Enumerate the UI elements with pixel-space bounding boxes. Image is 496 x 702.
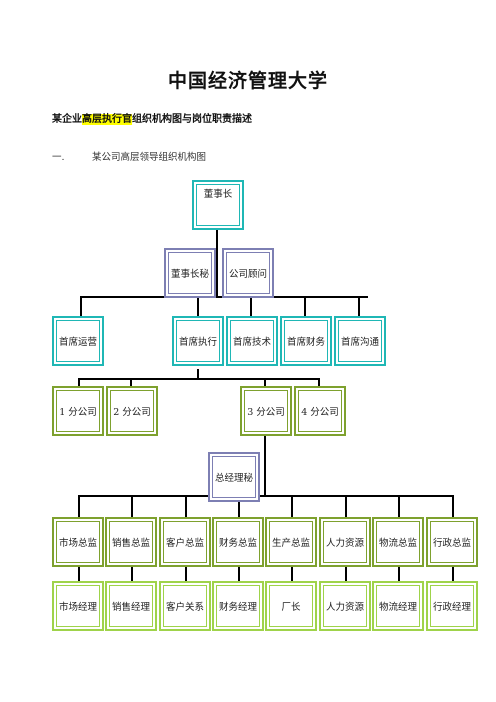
director-label: 销售总监 <box>111 538 150 549</box>
branch-box-1: 1 分公司 <box>52 386 104 436</box>
manager-label: 人力资源 <box>325 602 364 613</box>
director-box-production: 生产总监 <box>265 517 317 567</box>
connector-line <box>358 296 360 316</box>
manager-label: 物流经理 <box>378 602 417 613</box>
subtitle-highlight: 高层执行官 <box>82 114 132 125</box>
chief-box-operating: 首席运营 <box>52 316 104 366</box>
director-label: 物流总监 <box>378 538 417 549</box>
connector-line <box>216 229 218 273</box>
manager-label: 厂长 <box>281 602 301 613</box>
document-title: 中国经济管理大学 <box>167 70 328 92</box>
chief-box-executive: 首席执行 <box>172 316 224 366</box>
connector-line <box>131 495 133 517</box>
director-label: 人力资源 <box>325 538 364 549</box>
connector-line <box>216 273 218 297</box>
staff-box-advisor: 公司顾问 <box>222 248 274 298</box>
connector-line <box>250 296 252 316</box>
director-label: 客户总监 <box>165 538 204 549</box>
connector-line <box>78 495 454 497</box>
branch-label: 1 分公司 <box>59 407 97 418</box>
staff-label: 董事长秘 <box>170 269 209 280</box>
connector-line <box>197 296 199 316</box>
manager-box-hr: 人力资源 <box>319 581 371 631</box>
chief-label: 首席运营 <box>58 337 97 348</box>
staff-label: 公司顾问 <box>228 269 267 280</box>
director-label: 财务总监 <box>218 538 257 549</box>
connector-line <box>80 296 82 316</box>
manager-box-sales: 销售经理 <box>105 581 157 631</box>
director-label: 生产总监 <box>271 538 310 549</box>
chairman-label: 董事长 <box>203 189 233 200</box>
connector-line <box>345 567 347 581</box>
manager-label: 销售经理 <box>111 602 150 613</box>
connector-line <box>318 378 320 386</box>
director-box-logistics: 物流总监 <box>372 517 424 567</box>
connector-line <box>78 378 320 380</box>
chief-label: 首席财务 <box>286 337 325 348</box>
connector-line <box>78 567 80 581</box>
director-box-finance: 财务总监 <box>212 517 264 567</box>
manager-label: 市场经理 <box>58 602 97 613</box>
director-box-sales: 销售总监 <box>105 517 157 567</box>
branch-box-4: 4 分公司 <box>294 386 346 436</box>
connector-line <box>398 567 400 581</box>
director-box-admin: 行政总监 <box>426 517 478 567</box>
branch-box-2: 2 分公司 <box>106 386 158 436</box>
connector-line <box>452 495 454 517</box>
connector-line <box>345 495 347 517</box>
connector-line <box>238 567 240 581</box>
director-box-hr: 人力资源 <box>319 517 371 567</box>
chief-label: 首席执行 <box>178 337 217 348</box>
branch-label: 3 分公司 <box>247 407 285 418</box>
connector-line <box>452 567 454 581</box>
connector-line <box>185 495 187 517</box>
branch-label: 2 分公司 <box>113 407 151 418</box>
connector-line <box>197 369 199 379</box>
document-subtitle: 某企业高层执行官组织机构图与岗位职责描述 <box>52 110 252 125</box>
staff-box-secretary: 董事长秘 <box>164 248 216 298</box>
manager-label: 行政经理 <box>432 602 471 613</box>
branch-box-3: 3 分公司 <box>240 386 292 436</box>
subtitle-suffix: 组织机构图与岗位职责描述 <box>132 114 252 125</box>
director-label: 行政总监 <box>432 538 471 549</box>
subtitle-prefix: 某企业 <box>52 114 82 125</box>
section-heading: 一. 某公司高层领导组织机构图 <box>52 149 206 163</box>
chief-box-communication: 首席沟通 <box>334 316 386 366</box>
connector-line <box>238 495 240 517</box>
manager-label: 财务经理 <box>218 602 257 613</box>
manager-box-customer: 客户关系 <box>159 581 211 631</box>
section-title: 某公司高层领导组织机构图 <box>92 152 207 163</box>
section-number: 一. <box>52 152 65 163</box>
chief-box-finance: 首席财务 <box>280 316 332 366</box>
connector-line <box>131 567 133 581</box>
chief-box-technology: 首席技术 <box>226 316 278 366</box>
connector-line <box>78 495 80 517</box>
manager-box-admin: 行政经理 <box>426 581 478 631</box>
connector-line <box>78 378 80 386</box>
connector-line <box>185 567 187 581</box>
branch-label: 4 分公司 <box>301 407 339 418</box>
connector-line <box>398 495 400 517</box>
director-box-customer: 客户总监 <box>159 517 211 567</box>
manager-box-plant: 厂长 <box>265 581 317 631</box>
connector-line <box>304 296 306 316</box>
manager-label: 客户关系 <box>165 602 204 613</box>
director-label: 市场总监 <box>58 538 97 549</box>
chief-label: 首席技术 <box>232 337 271 348</box>
connector-line <box>264 378 266 386</box>
manager-box-logistics: 物流经理 <box>372 581 424 631</box>
connector-line <box>291 495 293 517</box>
connector-line <box>291 567 293 581</box>
connector-line <box>130 378 132 386</box>
connector-line <box>264 436 266 496</box>
manager-box-finance: 财务经理 <box>212 581 264 631</box>
gm-secretary-label: 总经理秘 <box>214 473 253 484</box>
gm-secretary-box: 总经理秘 <box>208 452 260 502</box>
chairman-box: 董事长 <box>192 180 244 230</box>
chief-label: 首席沟通 <box>340 337 379 348</box>
manager-box-marketing: 市场经理 <box>52 581 104 631</box>
director-box-marketing: 市场总监 <box>52 517 104 567</box>
